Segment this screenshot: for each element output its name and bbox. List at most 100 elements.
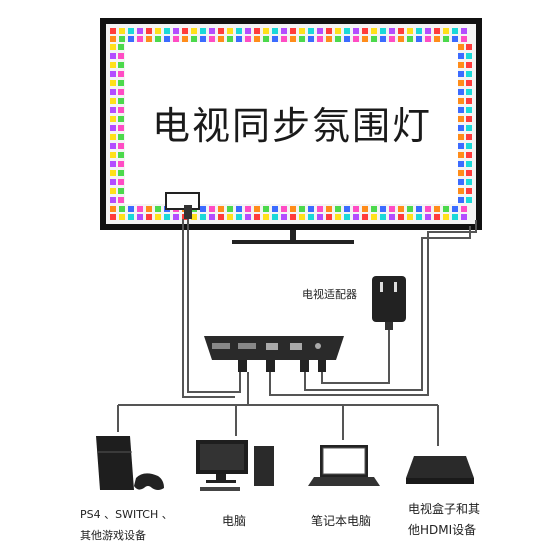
led-dot xyxy=(227,214,233,220)
led-dot xyxy=(137,214,143,220)
led-dot xyxy=(191,214,197,220)
led-dot xyxy=(254,214,260,220)
led-dot xyxy=(110,206,116,212)
led-dot xyxy=(416,206,422,212)
page-title: 电视同步氛围灯 xyxy=(151,104,432,148)
led-dot xyxy=(458,44,464,50)
led-dot xyxy=(443,214,449,220)
led-dot xyxy=(110,214,116,220)
led-dot xyxy=(317,206,323,212)
led-dot xyxy=(407,28,413,34)
led-dot xyxy=(344,28,350,34)
led-dot xyxy=(209,206,215,212)
led-dot xyxy=(308,36,314,42)
led-dot xyxy=(110,143,116,149)
led-dot xyxy=(326,214,332,220)
led-dot xyxy=(458,125,464,131)
led-dot xyxy=(443,36,449,42)
led-dot xyxy=(146,214,152,220)
led-dot xyxy=(317,36,323,42)
led-dot xyxy=(458,152,464,158)
led-dot xyxy=(407,214,413,220)
led-dot xyxy=(110,161,116,167)
led-dot xyxy=(118,179,124,185)
led-dot xyxy=(110,28,116,34)
led-dot xyxy=(110,71,116,77)
led-dot xyxy=(371,214,377,220)
led-dot xyxy=(254,36,260,42)
led-dot xyxy=(466,98,472,104)
led-dot xyxy=(308,28,314,34)
led-dot xyxy=(398,36,404,42)
led-dot xyxy=(245,36,251,42)
led-dot xyxy=(353,28,359,34)
led-dot xyxy=(118,161,124,167)
led-dot xyxy=(155,36,161,42)
led-dot xyxy=(209,36,215,42)
led-dot xyxy=(398,206,404,212)
led-dot xyxy=(290,206,296,212)
led-dot xyxy=(118,116,124,122)
led-dot xyxy=(466,125,472,131)
led-dot xyxy=(466,170,472,176)
led-dot xyxy=(466,44,472,50)
led-dot xyxy=(398,28,404,34)
led-dot xyxy=(119,214,125,220)
led-dot xyxy=(119,36,125,42)
led-dot xyxy=(200,28,206,34)
led-dot xyxy=(236,28,242,34)
led-dot xyxy=(353,214,359,220)
led-dot xyxy=(245,206,251,212)
led-dot xyxy=(263,214,269,220)
led-dot xyxy=(128,28,134,34)
led-dot xyxy=(110,44,116,50)
led-dot xyxy=(461,28,467,34)
led-dot xyxy=(191,36,197,42)
led-dot xyxy=(371,28,377,34)
led-dot xyxy=(118,98,124,104)
led-strip xyxy=(110,28,472,220)
led-dot xyxy=(353,36,359,42)
led-dot xyxy=(263,206,269,212)
led-dot xyxy=(110,53,116,59)
led-dot xyxy=(458,143,464,149)
led-dot xyxy=(218,206,224,212)
led-dot xyxy=(110,170,116,176)
led-dot xyxy=(362,214,368,220)
led-dot xyxy=(380,214,386,220)
laptop-label: 笔记本电脑 xyxy=(311,514,372,528)
led-dot xyxy=(335,36,341,42)
led-dot xyxy=(389,36,395,42)
led-dot xyxy=(236,36,242,42)
led-dot xyxy=(110,197,116,203)
led-dot xyxy=(299,28,305,34)
led-dot xyxy=(308,206,314,212)
led-dot xyxy=(281,206,287,212)
led-dot xyxy=(110,80,116,86)
tv-box-icon xyxy=(406,456,474,484)
led-dot xyxy=(458,53,464,59)
led-dot xyxy=(425,206,431,212)
led-dot xyxy=(458,107,464,113)
led-dot xyxy=(452,214,458,220)
led-dot xyxy=(110,36,116,42)
led-dot xyxy=(434,206,440,212)
led-dot xyxy=(110,125,116,131)
led-dot xyxy=(466,143,472,149)
led-dot xyxy=(164,214,170,220)
led-dot xyxy=(317,214,323,220)
led-dot xyxy=(425,214,431,220)
led-dot xyxy=(137,28,143,34)
led-dot xyxy=(458,161,464,167)
led-dot xyxy=(380,28,386,34)
led-dot xyxy=(110,98,116,104)
led-dot xyxy=(118,134,124,140)
led-dot xyxy=(119,206,125,212)
led-dot xyxy=(466,89,472,95)
sync-box-icon xyxy=(204,336,344,372)
tv-box-label-line1: 电视盒子和其 xyxy=(408,502,481,516)
tv-box-label-line2: 他HDMI设备 xyxy=(408,523,477,537)
led-dot xyxy=(335,214,341,220)
led-dot xyxy=(118,53,124,59)
